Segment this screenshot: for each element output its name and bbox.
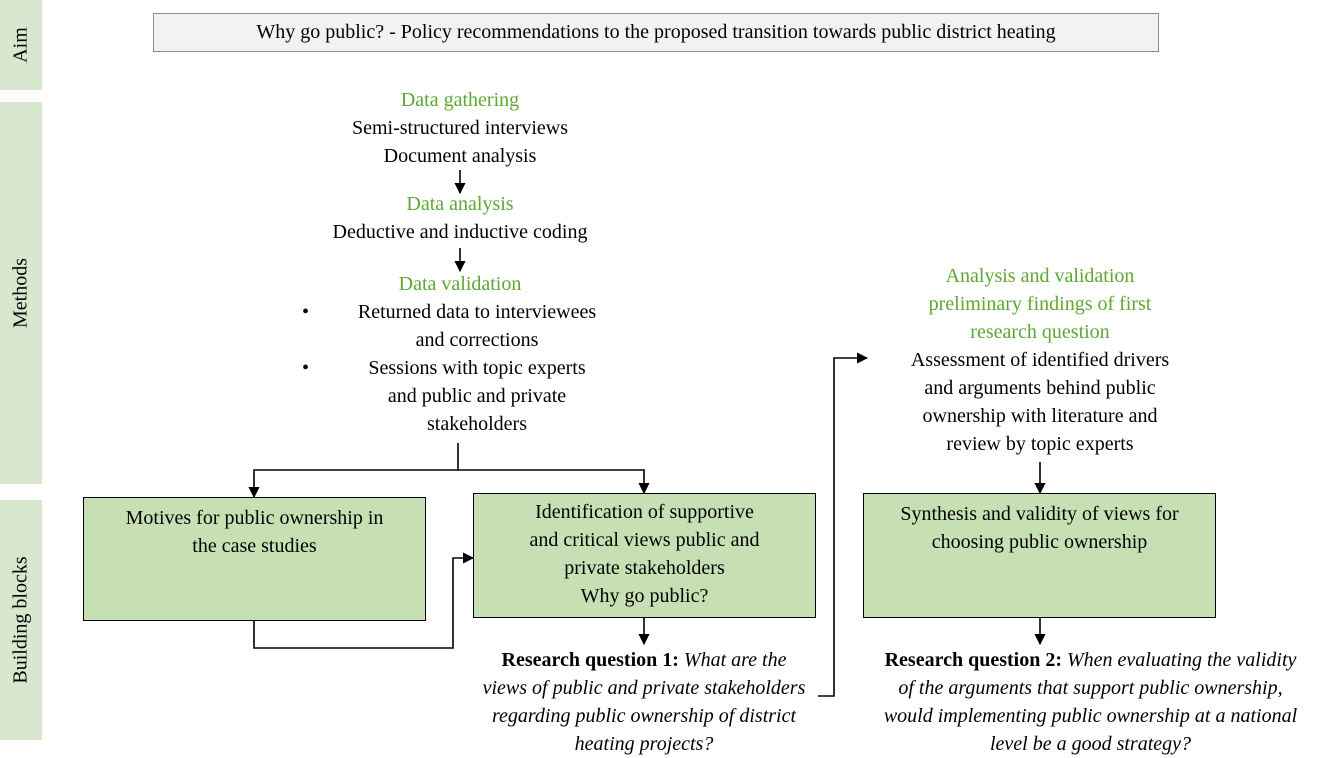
rq2-line-3: would implementing public ownership at a… (883, 705, 1298, 727)
bullet-2-line-3: stakeholders (427, 413, 527, 435)
analysis-validation-title-line-3: research question (970, 321, 1110, 343)
bullet-dot: • (302, 301, 310, 323)
bullet-2-line-1: Sessions with topic experts (368, 357, 586, 379)
rq2-line-2: of the arguments that support public own… (898, 677, 1283, 699)
synthesis-block: Synthesis and validity of views for choo… (863, 493, 1216, 618)
bullet-2-line-2: and public and private (387, 385, 567, 407)
motives-block: Motives for public ownership in the case… (83, 497, 426, 621)
rq2-label: Research question 2: (884, 649, 1063, 671)
assessment-line-2: and arguments behind public (924, 377, 1156, 399)
arrow-split-left (248, 443, 459, 499)
motives-line-1: Motives for public ownership in (125, 507, 384, 529)
analysis-validation-title-line-2: preliminary findings of first (928, 293, 1152, 315)
band-aim: Aim (0, 0, 42, 90)
band-methods: Methods (0, 102, 42, 484)
assessment-line-3: ownership with literature and (922, 405, 1158, 427)
synthesis-line-2: choosing public ownership (931, 531, 1148, 553)
rq2-line-4: level be a good strategy? (989, 733, 1192, 755)
band-building-blocks: Building blocks (0, 500, 42, 740)
rq1-line-2: views of public and private stakeholders (482, 677, 806, 699)
rq1-label: Research question 1: (501, 649, 679, 671)
validation-bullet-2: • Sessions with topic experts and public… (298, 354, 620, 438)
rq1-line-3: regarding public ownership of district (491, 705, 797, 727)
aim-text: Why go public? - Policy recommendations … (256, 21, 1056, 43)
validation-bullet-list: • Returned data to interviewees and corr… (298, 298, 620, 438)
identification-line-3: private stakeholders (564, 557, 725, 579)
bullet-dot: • (302, 357, 310, 379)
identification-line-1: Identification of supportive (535, 501, 754, 523)
identification-line-4: Why go public? (580, 585, 709, 607)
research-question-1: Research question 1: What are the views … (446, 646, 842, 758)
validation-bullet-1: • Returned data to interviewees and corr… (298, 298, 620, 354)
assessment-line-1: Assessment of identified drivers (910, 349, 1170, 371)
arrow-rq1-to-analysis (818, 352, 869, 697)
bullet-1-line-1: Returned data to interviewees (357, 301, 597, 323)
arrow-split-right (458, 469, 650, 495)
analysis-validation-title-line-1: Analysis and validation (945, 265, 1135, 287)
bullet-1-line-2: and corrections (415, 329, 539, 351)
arrow-motives-to-identification (253, 552, 475, 649)
aim-box: Why go public? - Policy recommendations … (153, 13, 1159, 52)
data-gathering-title: Data gathering (400, 89, 520, 111)
assessment-line-4: review by topic experts (946, 433, 1134, 455)
rq1-line-1: What are the (683, 649, 787, 671)
motives-line-2: the case studies (192, 535, 317, 557)
rq2-line-1: When evaluating the validity (1067, 649, 1297, 671)
rq1-line-4: heating projects? (574, 733, 714, 755)
identification-line-2: and critical views public and (529, 529, 760, 551)
data-gathering-line-1: Semi-structured interviews (351, 117, 569, 139)
data-analysis-title: Data analysis (406, 193, 514, 215)
data-analysis-line-1: Deductive and inductive coding (332, 221, 588, 243)
research-question-2: Research question 2: When evaluating the… (856, 646, 1325, 758)
data-validation-title: Data validation (398, 273, 522, 295)
synthesis-line-1: Synthesis and validity of views for (900, 503, 1179, 525)
identification-block: Identification of supportive and critica… (473, 493, 816, 618)
data-gathering-line-2: Document analysis (383, 145, 537, 167)
